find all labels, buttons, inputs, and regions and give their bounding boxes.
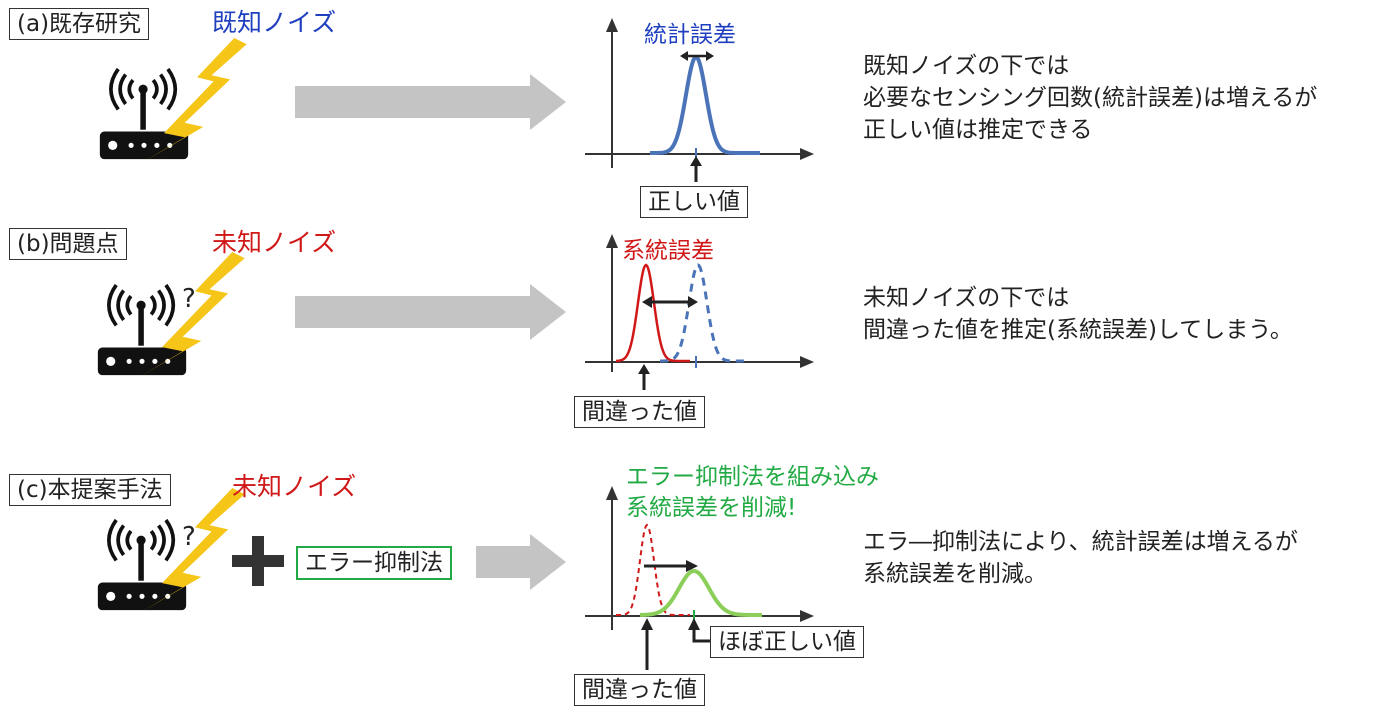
description-b-line-2: 間違った値を推定(系統誤差)してしまう。 — [863, 317, 1293, 343]
flow-arrow-c — [476, 534, 566, 590]
value-label-c-right: ほぼ正しい値 — [710, 626, 864, 658]
section-tag-b: (b)問題点 — [9, 228, 127, 260]
description-b-line-1: 未知ノイズの下では — [863, 285, 1070, 311]
graph-c — [585, 486, 814, 670]
gaussian-curve-true — [659, 263, 748, 363]
section-tag-c: (c)本提案手法 — [9, 474, 171, 506]
graph-label-c: エラー抑制法を組み込み 系統誤差を削減! — [626, 462, 879, 524]
unknown-mark-b: ? — [182, 284, 196, 314]
router-icon-a — [100, 69, 188, 159]
gaussian-curve-biased — [615, 263, 690, 363]
gaussian-curve-statistical — [650, 54, 760, 155]
flow-arrow-a — [295, 74, 566, 130]
description-a-line-2: 必要なセンシング回数(統計誤差)は増えるが — [863, 85, 1318, 111]
description-a: 既知ノイズの下では 必要なセンシング回数(統計誤差)は増えるが 正しい値は推定で… — [863, 50, 1317, 146]
noise-label-b: 未知ノイズ — [212, 228, 337, 257]
description-c: エラ―抑制法により、統計誤差は増えるが 系統誤差を削減。 — [863, 526, 1298, 590]
unknown-mark-c: ? — [182, 522, 196, 552]
graph-label-c-line-1: エラー抑制法を組み込み — [626, 464, 879, 490]
description-c-line-1: エラ―抑制法により、統計誤差は増えるが — [863, 529, 1298, 555]
value-label-a: 正しい値 — [640, 186, 748, 218]
noise-label-a: 既知ノイズ — [212, 8, 337, 37]
graph-label-c-line-2: 系統誤差を削減! — [626, 495, 797, 521]
router-icon-b — [98, 285, 186, 375]
value-label-b: 間違った値 — [574, 396, 705, 428]
flow-arrow-b — [295, 284, 566, 340]
router-icon-c — [98, 520, 186, 610]
gaussian-curve-biased-dashed — [615, 523, 690, 616]
graph-label-b: 系統誤差 — [622, 238, 714, 264]
section-tag-a: (a)既存研究 — [9, 8, 150, 40]
noise-label-c: 未知ノイズ — [232, 472, 357, 501]
plus-icon — [232, 536, 284, 586]
method-box: エラー抑制法 — [296, 546, 452, 580]
description-a-line-3: 正しい値は推定できる — [863, 117, 1093, 143]
description-b: 未知ノイズの下では 間違った値を推定(系統誤差)してしまう。 — [863, 282, 1293, 346]
graph-b — [585, 234, 814, 390]
value-label-c-wrong: 間違った値 — [574, 674, 705, 706]
gaussian-curve-mitigated — [639, 568, 762, 617]
description-c-line-2: 系統誤差を削減。 — [863, 561, 1047, 587]
description-a-line-1: 既知ノイズの下では — [863, 53, 1070, 79]
graph-label-a: 統計誤差 — [644, 22, 736, 48]
graph-a — [585, 18, 814, 182]
